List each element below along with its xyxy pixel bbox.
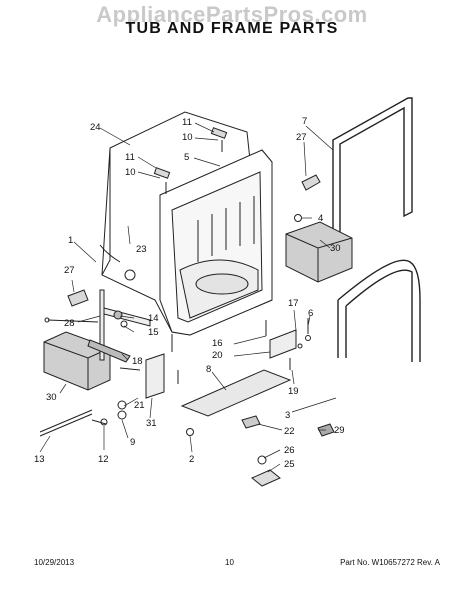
footer-part-number: Part No. W10657272 Rev. A: [340, 558, 440, 567]
callout-30-right: 30: [330, 243, 341, 254]
callout-4: 4: [318, 213, 323, 224]
callout-30-left: 30: [46, 392, 57, 403]
callout-11: 11: [125, 152, 135, 163]
callout-6: 6: [308, 308, 313, 319]
callout-24: 24: [90, 122, 101, 133]
tub-sump-ring: [195, 273, 249, 295]
callout-13: 13: [34, 454, 45, 465]
side-trim-right: [285, 221, 353, 283]
page-title: TUB AND FRAME PARTS: [125, 20, 339, 37]
callout-7: 7: [302, 116, 307, 127]
footer-page-number: 10: [225, 558, 234, 567]
callout-23: 23: [136, 244, 147, 255]
tub-side-panel: [101, 148, 111, 276]
callout-3: 3: [285, 410, 290, 421]
callout-28: 28: [64, 318, 75, 329]
callout-22: 22: [284, 426, 295, 437]
callout-31: 31: [146, 418, 157, 429]
base-plate: [180, 369, 292, 417]
bracket-31: [145, 353, 165, 399]
callout-5: 5: [184, 152, 189, 163]
callout-1: 1: [68, 235, 73, 246]
callout-10-top: 10: [182, 132, 193, 143]
callout-26: 26: [284, 445, 295, 456]
frame-bracket: [99, 289, 105, 361]
callout-19: 19: [288, 386, 299, 397]
callout-20: 20: [212, 350, 223, 361]
callout-12: 12: [98, 454, 109, 465]
callout-21: 21: [134, 400, 145, 411]
mount-bracket: [251, 469, 281, 487]
callout-29: 29: [334, 425, 345, 436]
callout-14: 14: [148, 313, 159, 324]
callout-27: 27: [64, 265, 75, 276]
watermark: AppliancePartsPros.com: [96, 2, 368, 27]
callout-11-top: 11: [182, 117, 192, 128]
callout-15: 15: [148, 327, 159, 338]
footer-date: 10/29/2013: [34, 558, 75, 567]
door-seal: [332, 97, 413, 252]
callout-18: 18: [132, 356, 143, 367]
callout-17: 17: [288, 298, 299, 309]
callout-27-top: 27: [296, 132, 307, 143]
callout-25: 25: [284, 459, 295, 470]
callout-10: 10: [125, 167, 136, 178]
callout-9: 9: [130, 437, 135, 448]
callout-16: 16: [212, 338, 223, 349]
callout-2: 2: [189, 454, 194, 465]
vent-gasket: [337, 259, 421, 362]
callout-8: 8: [206, 364, 211, 375]
